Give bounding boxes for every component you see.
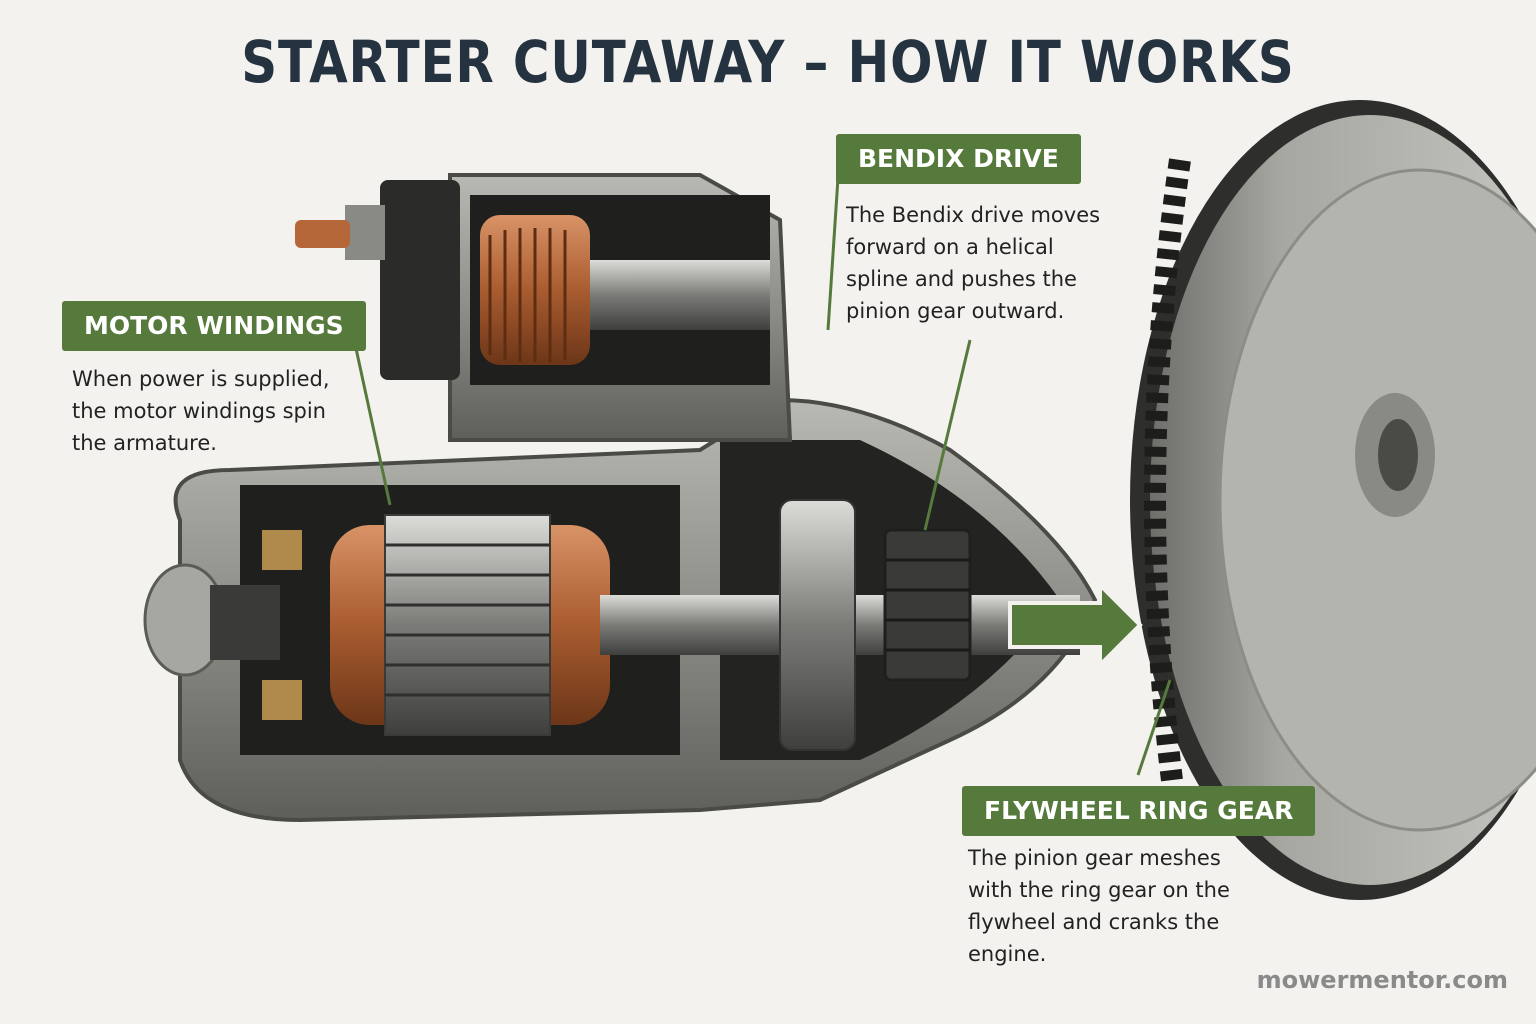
leader-lines	[350, 177, 1172, 776]
motor-windings-label: MOTOR WINDINGS	[62, 301, 366, 351]
bendix-drive-description: The Bendix drive moves forward on a heli…	[846, 203, 1101, 323]
flywheel	[1130, 100, 1536, 900]
flywheel-ring-gear-label: FLYWHEEL RING GEAR	[962, 786, 1316, 836]
flywheel-ring-gear-description: The pinion gear meshes with the ring gea…	[968, 846, 1230, 966]
engage-arrow	[1008, 580, 1143, 670]
solenoid	[295, 173, 793, 442]
site-watermark: mowermentor.com	[1256, 966, 1508, 994]
starter-motor	[143, 397, 1098, 823]
page-title: STARTER CUTAWAY – HOW IT WORKS	[241, 28, 1295, 96]
bendix-drive-label: BENDIX DRIVE	[836, 134, 1081, 184]
motor-windings-description: When power is supplied, the motor windin…	[72, 367, 330, 455]
